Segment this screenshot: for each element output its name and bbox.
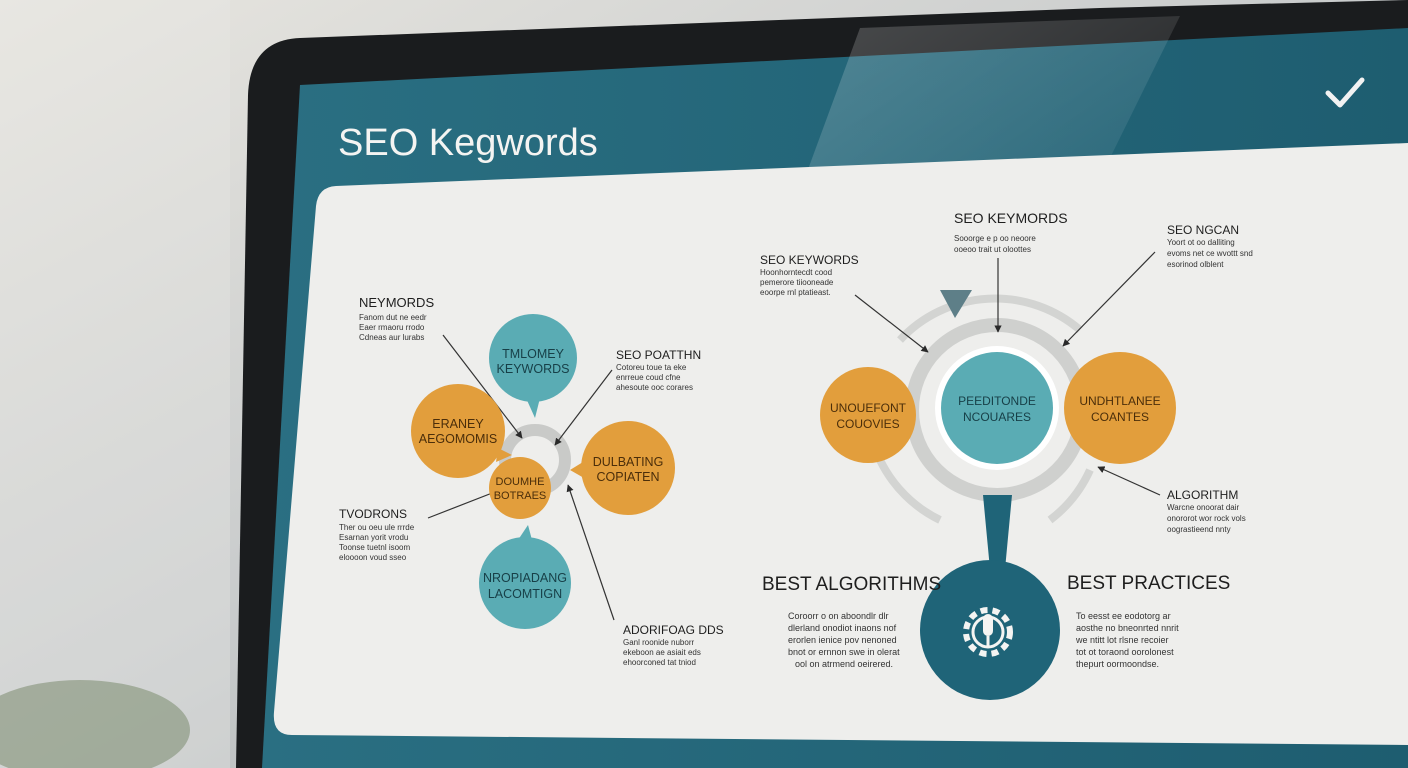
bubble-orange-right-line1: DULBATING — [593, 455, 664, 469]
section-best-algorithms: BEST ALGORITHMS Coroorr o on aboondlr dl… — [762, 574, 941, 669]
label-seo-keywords: SEO KEYWORDS Hoonhorntecdt cood pemerore… — [760, 253, 859, 297]
label-seo-ngcan-body-3: esorinod olblent — [1167, 260, 1224, 269]
label-seo-keywords-body-2: pemerore tiiooneade — [760, 278, 834, 287]
label-seo-poatthn-body-1: Cotoreu toue ta eke — [616, 363, 687, 372]
label-adorifoag-body-3: ehoorconed tat tniod — [623, 658, 696, 667]
bubble-right-right-line2: COANTES — [1091, 410, 1149, 424]
bubble-teal-top-line1: TMLOMEY — [502, 347, 564, 361]
label-algorithm-body-3: oograstieend nnty — [1167, 525, 1231, 534]
bubble-teal-bottom-line2: LACOMTIGN — [488, 587, 562, 601]
bubble-orange-left-line1: ERANEY — [432, 417, 484, 431]
label-adorifoag: ADORIFOAG DDS Ganl roonide nuborr ekeboo… — [623, 623, 724, 667]
label-seo-keymords-body-1: Sooorge e p oo neoore — [954, 234, 1036, 243]
bubble-right-right: UNDHTLANEE COANTES — [1064, 352, 1176, 464]
section-best-practices-body-4: tot ot toraond oorolonest — [1076, 647, 1174, 657]
section-best-algorithms-body-2: dlerland onodiot inaons nof — [788, 623, 897, 633]
label-adorifoag-body-1: Ganl roonide nuborr — [623, 638, 694, 647]
label-seo-ngcan-body-2: evoms net ce wvottt snd — [1167, 249, 1253, 258]
section-best-practices-title: BEST PRACTICES — [1067, 573, 1230, 594]
background-blur — [0, 0, 230, 768]
bubble-orange-right-line2: COPIATEN — [597, 470, 660, 484]
label-tvodrons-body-4: eloooon voud sseo — [339, 553, 407, 562]
label-neymords-title: NEYMORDS — [359, 295, 434, 310]
bubble-right-left-line2: COUOVIES — [836, 417, 899, 431]
bubble-orange-left: ERANEY AEGOMOMIS — [411, 384, 512, 478]
page-title: SEO Kegwords — [338, 122, 598, 164]
bubble-teal-top-line2: KEYWORDS — [497, 362, 570, 376]
triangle-marker — [940, 290, 972, 318]
leader-line — [566, 484, 615, 621]
section-best-practices-body-5: thepurt oormoondse. — [1076, 659, 1159, 669]
label-neymords: NEYMORDS Fanom dut ne eedr Eaer rmaoru r… — [359, 295, 434, 342]
label-seo-keymords-title: SEO KEYMORDS — [954, 210, 1068, 226]
label-tvodrons-body-1: Ther ou oeu ule rrrde — [339, 523, 415, 532]
label-seo-ngcan-title: SEO NGCAN — [1167, 223, 1239, 237]
leader-line — [1097, 466, 1161, 496]
label-tvodrons-body-2: Esarnan yorit vrodu — [339, 533, 408, 542]
label-tvodrons: TVODRONS Ther ou oeu ule rrrde Esarnan y… — [339, 507, 415, 562]
gear-tool-icon — [963, 607, 1013, 657]
left-diagram: TMLOMEY KEYWORDS ERANEY AEGOMOMIS DULBAT… — [339, 295, 724, 667]
label-seo-poatthn-title: SEO POATTHN — [616, 348, 701, 362]
label-adorifoag-body-2: ekeboon ae asiait eds — [623, 648, 701, 657]
section-best-algorithms-body-3: erorlen ienice pov nenoned — [788, 635, 897, 645]
outer-ring-arc — [1047, 468, 1094, 524]
connector-stem — [983, 495, 1012, 580]
section-best-algorithms-body-5: ool on atrmend oeirered. — [795, 659, 893, 669]
label-adorifoag-title: ADORIFOAG DDS — [623, 623, 724, 637]
label-neymords-body-1: Fanom dut ne eedr — [359, 313, 427, 322]
leader-line — [442, 334, 523, 439]
label-seo-poatthn-body-2: enrreue coud cfne — [616, 373, 681, 382]
bubble-teal-bottom: NROPIADANG LACOMTIGN — [479, 525, 571, 629]
bubble-right-left: UNOUEFONT COUOVIES — [820, 367, 916, 463]
section-best-algorithms-title: BEST ALGORITHMS — [762, 574, 941, 595]
bubble-orange-left-line2: AEGOMOMIS — [419, 432, 497, 446]
label-seo-ngcan-body-1: Yoort ot oo dalliting — [1167, 238, 1235, 247]
plant-blur — [0, 680, 190, 768]
bubble-right-left-line1: UNOUEFONT — [830, 401, 907, 415]
center-node: PEEDITONDE NCOUARES — [935, 346, 1059, 470]
label-seo-keywords-body-1: Hoonhorntecdt cood — [760, 268, 832, 277]
section-best-practices-body-2: aosthe no bneonrted nnrit — [1076, 623, 1179, 633]
label-seo-keymords-body-2: ooeoo trait ut oloottes — [954, 245, 1031, 254]
outer-ring-arc — [876, 458, 942, 524]
section-best-practices: BEST PRACTICES To eesst ee eodotorg ar a… — [1067, 573, 1230, 669]
section-best-algorithms-body-1: Coroorr o on aboondlr dlr — [788, 611, 889, 621]
bubble-teal-bottom-line1: NROPIADANG — [483, 571, 567, 585]
label-algorithm-title: ALGORITHM — [1167, 488, 1238, 502]
label-neymords-body-2: Eaer rmaoru rrodo — [359, 323, 425, 332]
section-best-practices-body-3: we ntitt lot rlsne recoier — [1075, 635, 1169, 645]
bubble-right-right-line1: UNDHTLANEE — [1079, 394, 1160, 408]
label-seo-poatthn-body-3: ahesoute ooc corares — [616, 383, 693, 392]
leader-line — [554, 369, 613, 446]
center-node-line2: NCOUARES — [963, 410, 1031, 424]
label-algorithm: ALGORITHM Warcne onoorat dair onororot w… — [1167, 488, 1246, 534]
bubble-orange-center: DOUMHE BOTRAES — [489, 457, 551, 519]
label-tvodrons-body-3: Toonse tuetnl isoom — [339, 543, 410, 552]
bubble-teal-top: TMLOMEY KEYWORDS — [489, 314, 577, 418]
label-seo-keywords-title: SEO KEYWORDS — [760, 253, 859, 267]
right-diagram: UNOUEFONT COUOVIES UNDHTLANEE COANTES PE… — [760, 210, 1253, 700]
bubble-orange-right: DULBATING COPIATEN — [570, 421, 675, 515]
label-seo-keymords-top: SEO KEYMORDS Sooorge e p oo neoore ooeoo… — [954, 210, 1068, 254]
center-node-line1: PEEDITONDE — [958, 394, 1036, 408]
bubble-orange-center-line1: DOUMHE — [496, 476, 545, 488]
checkmark-icon[interactable] — [1325, 77, 1365, 108]
section-best-practices-body-1: To eesst ee eodotorg ar — [1076, 611, 1171, 621]
outer-ring-arc — [897, 294, 1083, 343]
label-seo-poatthn: SEO POATTHN Cotoreu toue ta eke enrreue … — [616, 348, 701, 392]
label-algorithm-body-1: Warcne onoorat dair — [1167, 503, 1240, 512]
label-tvodrons-title: TVODRONS — [339, 507, 407, 521]
section-best-algorithms-body-4: bnot or ernnon swe in olerat — [788, 647, 900, 657]
leader-line — [1062, 251, 1156, 347]
label-seo-keywords-body-3: eoorpe rnl ptatieast. — [760, 288, 831, 297]
bubble-orange-center-line2: BOTRAES — [494, 490, 547, 502]
leader-line — [854, 294, 929, 353]
label-seo-ngcan: SEO NGCAN Yoort ot oo dalliting evoms ne… — [1167, 223, 1253, 269]
label-algorithm-body-2: onororot wor rock vols — [1167, 514, 1246, 523]
label-neymords-body-3: Cdneas aur lurabs — [359, 333, 424, 342]
